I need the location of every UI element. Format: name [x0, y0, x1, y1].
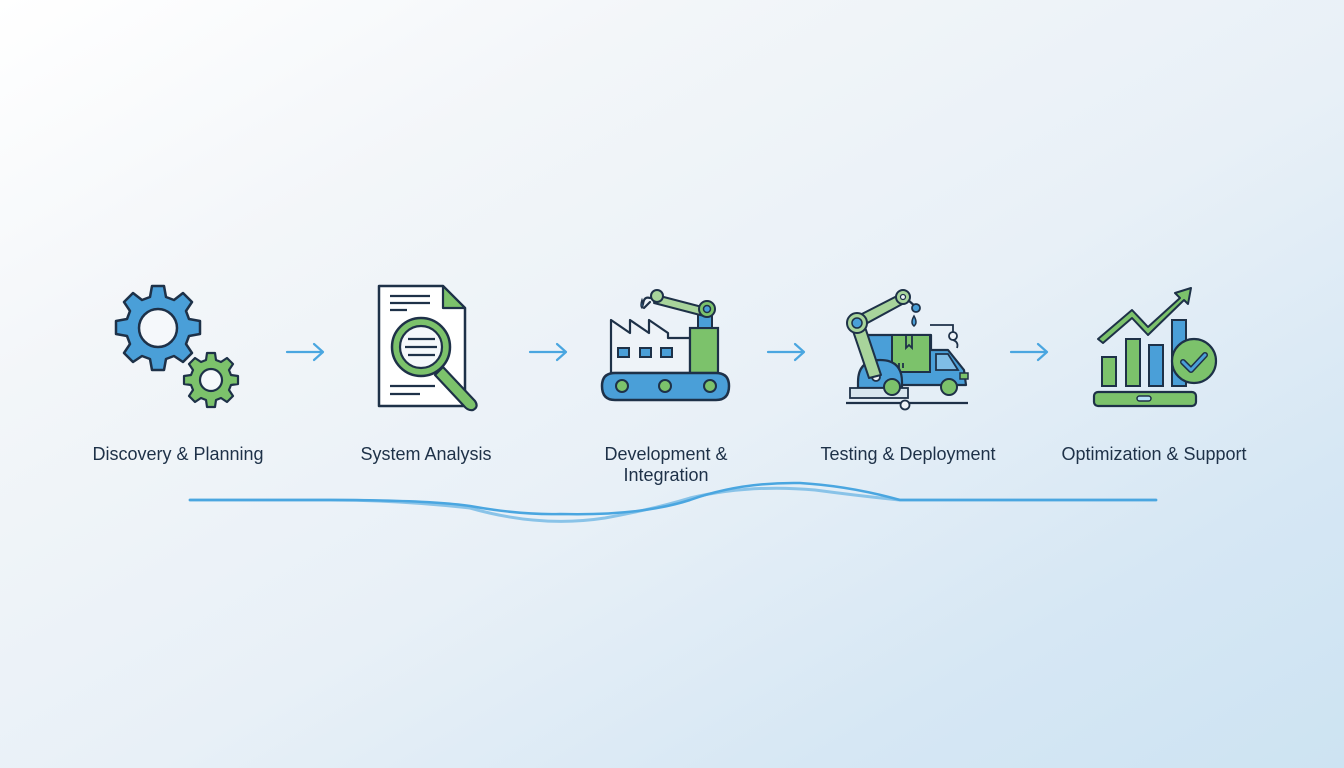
growth-chart-check-icon	[1088, 283, 1223, 413]
gears-icon	[110, 280, 245, 410]
step-label-optimization-support: Optimization & Support	[1061, 444, 1247, 464]
step-label-discovery-planning: Discovery & Planning	[92, 444, 264, 464]
factory-robot-arm-icon	[598, 278, 733, 408]
arrow-right-icon	[285, 342, 326, 367]
arrow-right-icon	[766, 342, 807, 367]
arrow-right-icon	[1009, 342, 1050, 367]
step-label-system-analysis: System Analysis	[360, 444, 492, 464]
step-label-line-2: Integration	[623, 465, 709, 485]
robot-arm-truck-icon	[836, 280, 976, 415]
step-label-testing-deployment: Testing & Deployment	[820, 444, 996, 464]
timeline-wave	[0, 470, 1344, 540]
step-label-development-integration: Development & Integration	[604, 444, 727, 486]
document-magnifier-icon	[375, 283, 485, 413]
arrow-right-icon	[528, 342, 569, 367]
step-label-line-1: Development &	[604, 444, 728, 464]
